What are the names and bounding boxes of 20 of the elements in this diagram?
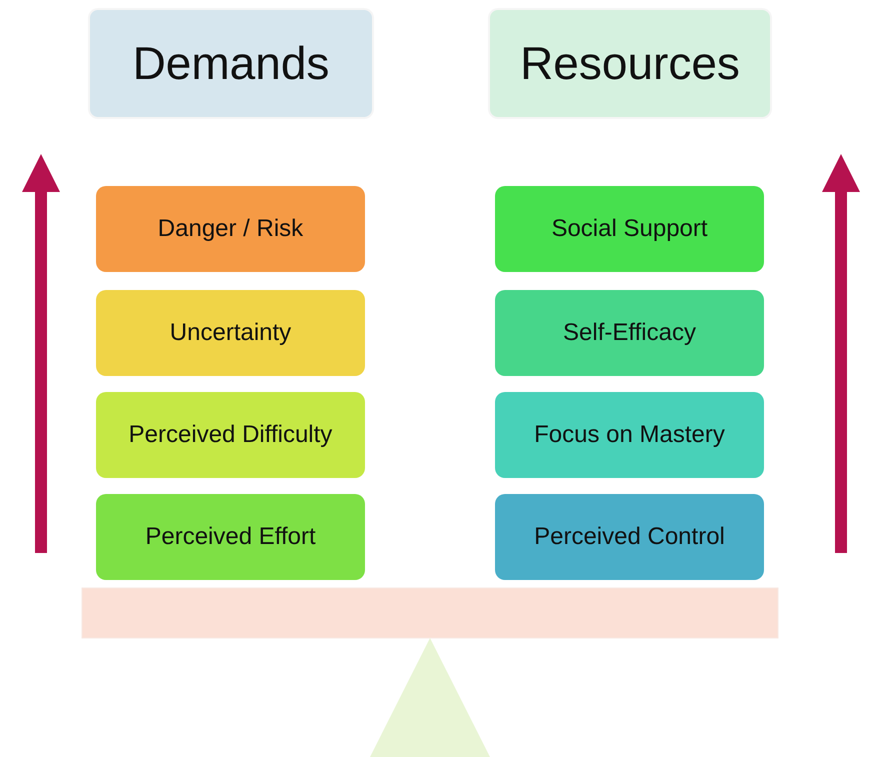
factor-box	[495, 494, 764, 580]
factor-label: Perceived Control	[533, 523, 726, 551]
factor-label: Uncertainty	[168, 319, 292, 347]
factor-box	[495, 186, 764, 272]
factor-box	[96, 392, 365, 478]
factor-label: Perceived Difficulty	[128, 421, 334, 449]
heading-text: Resources	[519, 37, 741, 90]
factor-label: Focus on Mastery	[533, 421, 726, 449]
factor-box	[96, 494, 365, 580]
factor-label: Danger / Risk	[156, 215, 304, 243]
factor-label: Perceived Effort	[144, 523, 317, 551]
heading-box	[490, 10, 770, 117]
factor-box	[96, 290, 365, 376]
factor-box	[495, 392, 764, 478]
heading-text: Demands	[132, 37, 330, 90]
factor-box	[495, 290, 764, 376]
factor-label: Self-Efficacy	[562, 319, 697, 347]
factor-label: Social Support	[550, 215, 709, 243]
factor-box	[96, 186, 365, 272]
heading-box	[90, 10, 372, 117]
